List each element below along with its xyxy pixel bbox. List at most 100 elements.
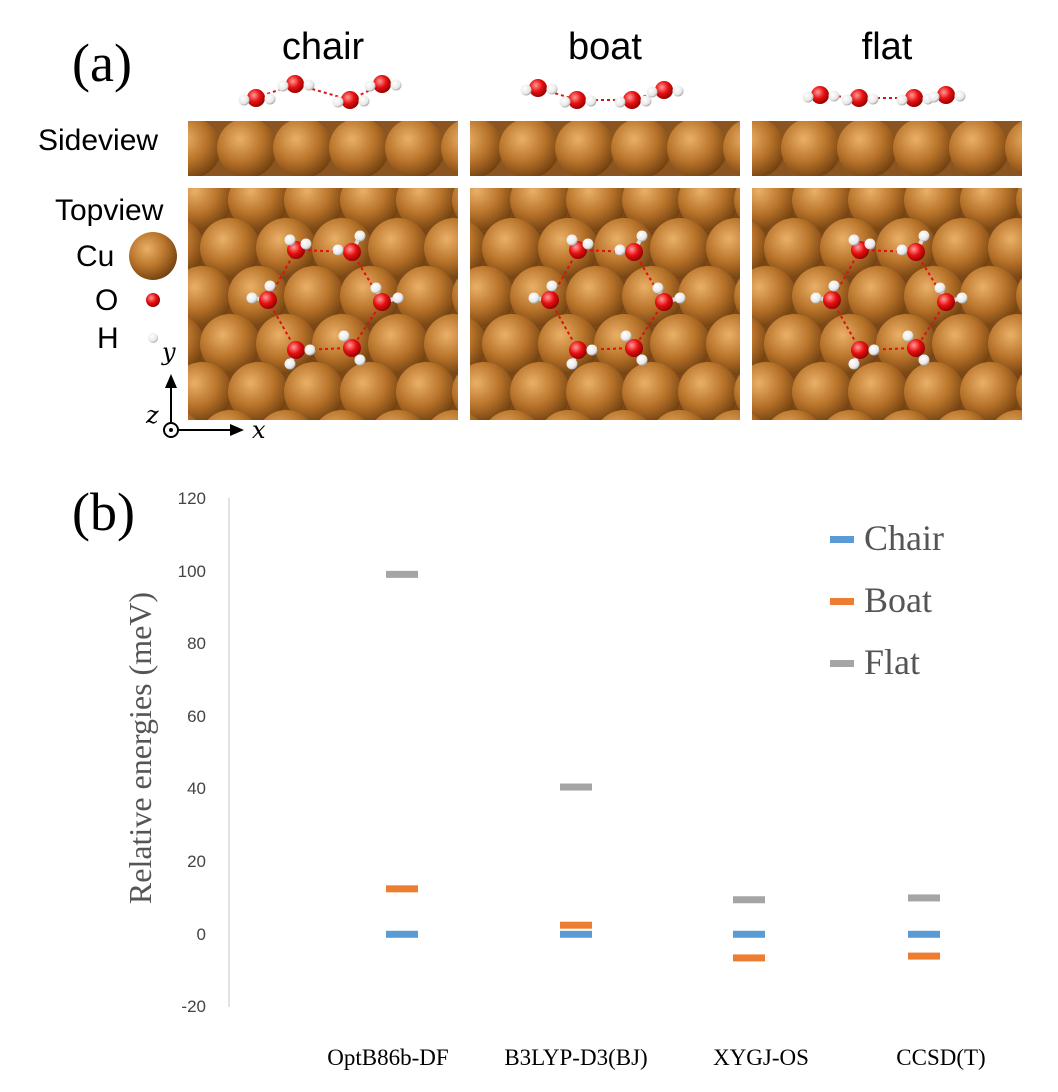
data-mark-chair [386, 930, 418, 938]
x-category-label: XYGJ-OS [713, 1045, 809, 1070]
hydrogen-atom [928, 91, 940, 103]
hydrogen-atom [848, 358, 860, 370]
hydrogen-atom [354, 354, 366, 366]
axis-z-label: z [146, 401, 159, 429]
data-mark-boat [908, 952, 940, 960]
hydrogen-atom [332, 96, 344, 108]
legend-h-sphere [148, 333, 158, 343]
hydrogen-atom [566, 358, 578, 370]
oxygen-atom [625, 243, 643, 261]
hydrogen-atom [304, 344, 316, 356]
hydrogen-atom [902, 330, 914, 342]
legend-label-chair: Chair [864, 518, 944, 558]
hydrogen-atom [238, 94, 250, 106]
hydrogen-atom [300, 238, 312, 250]
column-title-flat: flat [861, 26, 913, 68]
column-title-chair: chair [281, 26, 365, 68]
hydrogen-atom [559, 96, 571, 108]
water-clusters [238, 75, 968, 370]
sideview-water-hexamer [520, 79, 684, 109]
legend-o-sphere [146, 293, 160, 307]
hydrogen-atom [264, 93, 276, 105]
hydrogen-atom [586, 344, 598, 356]
hydrogen-atom [246, 292, 258, 304]
axis-x-label: x [252, 416, 266, 444]
y-tick-label: 120 [177, 489, 206, 508]
oxygen-atom [287, 341, 305, 359]
oxygen-atom [905, 89, 923, 107]
data-mark-chair [733, 930, 765, 938]
oxygen-atom [851, 341, 869, 359]
legend-swatch-chair [830, 536, 854, 543]
oxygen-atom [568, 91, 586, 109]
legend-h-label: H [97, 322, 119, 355]
legend-o-label: O [95, 284, 119, 317]
oxygen-atom [373, 293, 391, 311]
hydrogen-atom [284, 358, 296, 370]
hydrogen-atom [640, 95, 652, 107]
hydrogen-atom [867, 93, 879, 105]
data-mark-boat [386, 885, 418, 893]
y-tick-label: 20 [187, 852, 206, 871]
sideview-slab [188, 121, 458, 176]
topview-label: Topview [55, 194, 164, 227]
oxygen-atom [623, 91, 641, 109]
oxygen-atom [823, 291, 841, 309]
sideview-slabs [188, 121, 1022, 176]
oxygen-atom [625, 339, 643, 357]
hydrogen-atom [392, 292, 404, 304]
topview-slab [752, 188, 1022, 420]
hydrogen-atom [528, 292, 540, 304]
legend-cu-label: Cu [76, 240, 115, 273]
oxygen-atom [529, 79, 547, 97]
sideview-slab [470, 121, 740, 176]
hydrogen-atom [868, 344, 880, 356]
sideview-water-hexamer [802, 86, 966, 107]
hydrogen-atom [636, 230, 648, 242]
hydrogen-atom [582, 238, 594, 250]
data-mark-flat [386, 570, 418, 578]
hydrogen-atom [390, 79, 402, 91]
oxygen-atom [850, 89, 868, 107]
oxygen-atom [343, 243, 361, 261]
hydrogen-atom [614, 244, 626, 256]
hydrogen-atom [277, 80, 289, 92]
topview-slab [470, 188, 740, 420]
data-mark-chair [908, 930, 940, 938]
oxygen-atom [569, 241, 587, 259]
data-mark-boat [733, 954, 765, 962]
hydrogen-atom [620, 330, 632, 342]
axis-indicator [163, 374, 244, 438]
hydrogen-atom [896, 94, 908, 106]
hydrogen-atom [896, 244, 908, 256]
topview-water-hexamer [810, 230, 968, 370]
y-tick-label: 100 [177, 562, 206, 581]
hydrogen-atom [918, 230, 930, 242]
legend-swatch-flat [830, 660, 854, 667]
x-category-label: OptB86b-DF [327, 1045, 449, 1070]
hydrogen-atom [934, 282, 946, 294]
hydrogen-atom [585, 95, 597, 107]
legend-swatch-boat [830, 598, 854, 605]
hydrogen-atom [546, 280, 558, 292]
hydrogen-atom [566, 234, 578, 246]
oxygen-atom [907, 243, 925, 261]
oxygen-atom [343, 339, 361, 357]
topview-water-hexamer [246, 230, 404, 370]
oxygen-atom [937, 293, 955, 311]
hydrogen-atom [841, 94, 853, 106]
oxygen-atom [655, 293, 673, 311]
oxygen-atom [541, 291, 559, 309]
legend-swatches [830, 536, 854, 667]
oxygen-atom [937, 86, 955, 104]
hydrogen-atom [614, 96, 626, 108]
legend-cu-sphere [129, 232, 177, 280]
sideview-slab [752, 121, 1022, 176]
panel-b-label: (b) [72, 482, 135, 542]
hydrogen-atom [370, 282, 382, 294]
oxygen-atom [811, 86, 829, 104]
legend-label-flat: Flat [864, 642, 921, 682]
oxygen-atom [569, 341, 587, 359]
oxygen-atom [247, 89, 265, 107]
